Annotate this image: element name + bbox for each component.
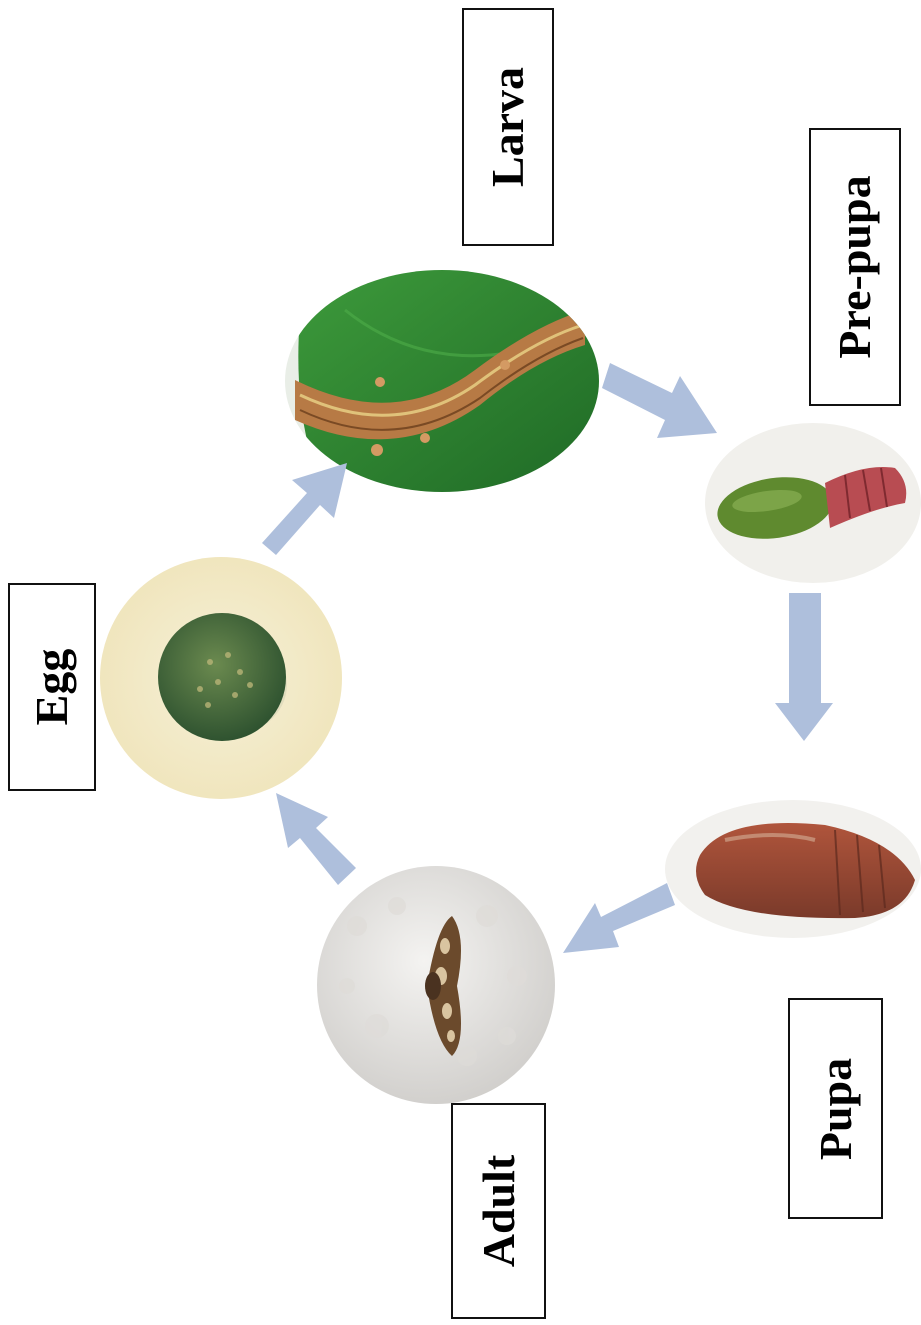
pupa-label: Pupa bbox=[813, 1057, 859, 1159]
adult-label-box: Adult bbox=[451, 1103, 546, 1319]
pupa-label-box: Pupa bbox=[788, 998, 883, 1219]
larva-label: Larva bbox=[485, 67, 531, 187]
prepupa-label: Pre-pupa bbox=[832, 175, 878, 358]
arrow-pupa-to-adult bbox=[563, 883, 675, 961]
arrow-prepupa-to-pupa bbox=[773, 593, 833, 743]
arrow-larva-to-prepupa bbox=[602, 358, 722, 443]
adult-label: Adult bbox=[476, 1155, 522, 1267]
larva-label-box: Larva bbox=[462, 8, 554, 246]
egg-photo bbox=[100, 557, 342, 799]
egg-label-box: Egg bbox=[8, 583, 96, 791]
arrow-adult-to-egg bbox=[276, 793, 356, 888]
prepupa-label-box: Pre-pupa bbox=[809, 128, 901, 406]
moth-photo bbox=[317, 866, 555, 1104]
pupa-photo bbox=[665, 800, 921, 938]
egg-label: Egg bbox=[29, 649, 75, 726]
arrow-egg-to-larva bbox=[262, 458, 357, 558]
prepupa-photo bbox=[705, 423, 921, 583]
